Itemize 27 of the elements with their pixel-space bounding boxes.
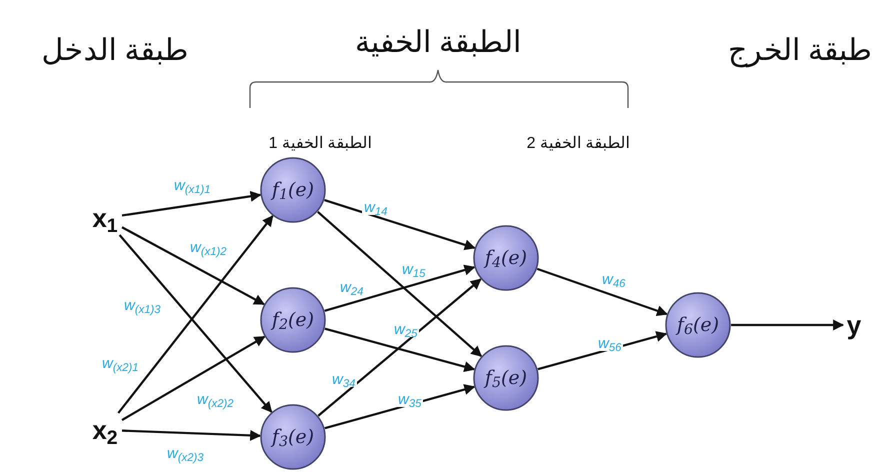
layer-label: طبقة الخرج [728, 36, 872, 66]
function-label: f$_{2}$(e) [272, 310, 314, 330]
arrow [324, 264, 476, 312]
function-label: f$_{4}$(e) [484, 248, 528, 268]
arrow [324, 328, 476, 372]
layer-label: طبقة الدخل [41, 36, 189, 66]
variable-label: x$_{2}$ [92, 417, 118, 443]
arrow [318, 278, 482, 417]
arrow [324, 198, 476, 250]
function-label: f$_{3}$(e) [272, 428, 314, 446]
arrow [536, 268, 668, 316]
layer-label: الطبقة الخفية 2 [526, 136, 630, 152]
arrow [317, 211, 482, 357]
layer-label: الطبقة الخفية [354, 28, 522, 58]
arrow [324, 384, 476, 430]
function-label: f$_{1}$(e) [272, 180, 314, 200]
layer-label: الطبقة الخفية 1 [268, 136, 372, 152]
function-label: f$_{5}$(e) [484, 368, 528, 388]
function-label: f$_{6}$(e) [676, 316, 720, 334]
variable-label: y [846, 312, 862, 338]
arrow [121, 226, 265, 306]
arrow [122, 190, 262, 217]
arrow [538, 331, 668, 370]
arrow [121, 336, 266, 421]
variable-label: x$_{1}$ [92, 205, 118, 231]
arrow [731, 320, 844, 330]
arrow [122, 430, 262, 441]
